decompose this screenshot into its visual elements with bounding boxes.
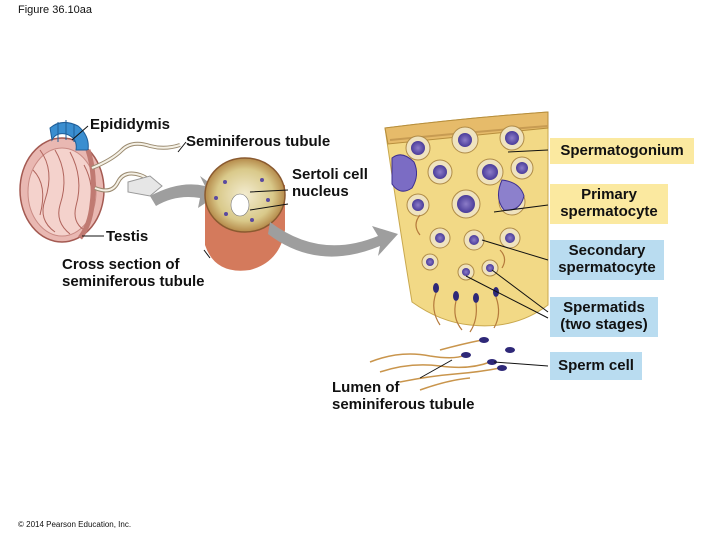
sertoli-cell-nucleus-label: Sertoli cell nucleus xyxy=(292,166,368,200)
stage-box-sperm-cell: Sperm cell xyxy=(550,352,642,380)
leader-lines xyxy=(71,125,549,379)
epididymis-label: Epididymis xyxy=(90,116,171,133)
testis-label: Testis xyxy=(106,228,149,245)
stage-box-primary-spermatocyte: Primary spermatocyte xyxy=(550,184,668,224)
seminiferous-tubule-label: Seminiferous tubule xyxy=(186,133,331,150)
testis-illustration xyxy=(19,120,181,243)
cross-section-label: Cross section of seminiferous tubule xyxy=(62,256,205,290)
stage-box-spermatids: Spermatids (two stages) xyxy=(550,297,658,337)
figure-title: Figure 36.10aa xyxy=(18,4,92,16)
stage-box-spermatogonium: Spermatogonium xyxy=(550,138,694,164)
stage-box-secondary-spermatocyte: Secondary spermatocyte xyxy=(550,240,664,280)
sperm-cells xyxy=(369,337,515,391)
tubule-cross-section xyxy=(204,157,286,271)
copyright-notice: © 2014 Pearson Education, Inc. xyxy=(18,520,132,529)
tubule-wall-enlargement xyxy=(384,111,549,333)
lumen-label: Lumen of seminiferous tubule xyxy=(332,379,475,413)
